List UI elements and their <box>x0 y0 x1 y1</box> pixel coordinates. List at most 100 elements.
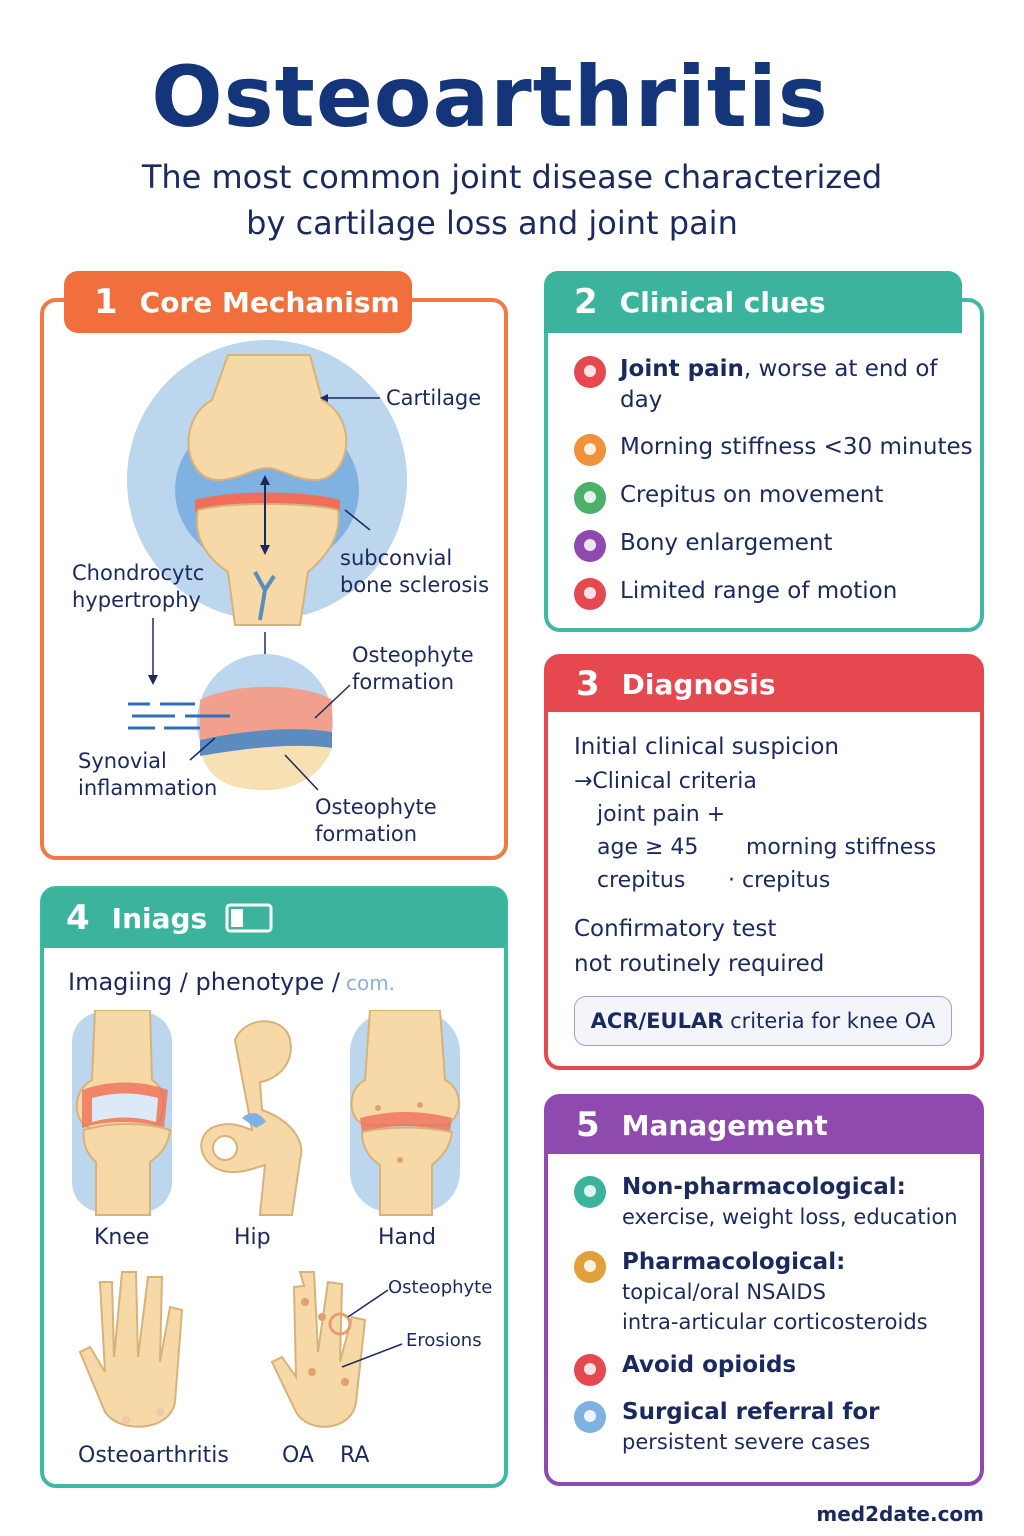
criteria-crepitus-right: · crepitus <box>728 868 831 893</box>
panel-number: 3 <box>576 664 600 704</box>
confirmatory-test-note: not routinely required <box>574 951 825 977</box>
joint-pain-icon <box>574 356 606 388</box>
footer-site: med2date.com <box>816 1502 984 1526</box>
clue-text: Crepitus on movement <box>620 482 884 508</box>
panel-number: 1 <box>94 282 118 322</box>
management-heading: Pharmacological: <box>622 1249 846 1275</box>
hand-label: Hand <box>378 1225 436 1250</box>
panel-title: Diagnosis <box>621 667 776 701</box>
management-heading: Avoid opioids <box>622 1352 797 1378</box>
osteophyte-bottom-line-2: formation <box>315 822 418 846</box>
panel-number: 4 <box>66 898 90 938</box>
clue-morning-stiffness: Morning stiffness <30 minutes <box>574 432 973 466</box>
imaging-subtitle-text: Imagiing / phenotype / <box>68 968 340 996</box>
initial-suspicion: Initial clinical suspicion <box>574 734 840 760</box>
criteria-crepitus-left: crepitus <box>597 868 686 893</box>
imaging-subtitle-faint: com. <box>345 971 396 995</box>
exercise-icon <box>574 1176 606 1208</box>
osteophyte-bottom-line-1: Osteophyte <box>315 795 437 819</box>
cartilage-label: Cartilage <box>386 386 482 410</box>
joint-mechanism-illustration <box>127 340 407 791</box>
osteophyte-formation-label-top: Osteophyte formation <box>352 642 474 696</box>
chondrocyte-label: Chondrocytc hypertrophy <box>72 560 204 614</box>
panel-title: Clinical clues <box>619 285 826 319</box>
clue-rest: , worse at end of <box>743 356 938 382</box>
acr-eular-criteria-box: ACR/EULAR criteria for knee OA <box>574 996 952 1046</box>
synovial-inflammation-label: Synovial inflammation <box>78 748 217 802</box>
panel-number: 5 <box>576 1105 600 1145</box>
management-desc: persistent severe cases <box>622 1430 871 1454</box>
surgery-icon <box>574 1401 606 1433</box>
page-subtitle: The most common joint disease characteri… <box>0 154 1024 246</box>
clinical-criteria: →Clinical criteria <box>574 769 757 794</box>
erosions-label: Erosions <box>406 1330 482 1351</box>
osteophyte-formation-label-bottom: Osteophyte formation <box>315 794 437 848</box>
imaging-header: 4 Iniags <box>42 888 506 948</box>
osteophyte-top-line-2: formation <box>352 670 455 694</box>
subtitle-line-1: The most common joint disease characteri… <box>141 158 883 196</box>
osteophyte-label: Osteophyte <box>388 1277 493 1298</box>
hand-illustrations <box>78 1271 403 1428</box>
synovial-line-2: inflammation <box>78 776 218 800</box>
panel-title: Iniags <box>111 901 208 935</box>
management-header: 5 Management <box>546 1096 982 1154</box>
management-heading: Surgical referral for <box>622 1399 880 1425</box>
panel-number: 2 <box>574 282 598 322</box>
chondrocyte-label-line-1: Chondrocytc <box>72 561 205 585</box>
clue-limited-range: Limited range of motion <box>574 576 897 610</box>
sclerosis-label-line-1: subconvial <box>340 546 453 570</box>
clue-text: Limited range of motion <box>620 578 898 604</box>
bone-icon <box>574 530 606 562</box>
xray-icon <box>225 903 273 933</box>
no-opioids-icon <box>574 1354 606 1386</box>
criteria-box-rest: criteria for knee OA <box>723 1009 936 1033</box>
clue-joint-pain: Joint pain, worse at end of day <box>574 354 938 416</box>
hip-label: Hip <box>234 1225 271 1250</box>
management-pharmacological: Pharmacological: topical/oral NSAIDS int… <box>574 1247 928 1337</box>
management-surgical-referral: Surgical referral for persistent severe … <box>574 1397 879 1457</box>
management-non-pharmacological: Non-pharmacological: exercise, weight lo… <box>574 1172 958 1232</box>
hip-illustration <box>200 1020 303 1216</box>
clue-bold: Joint pain <box>620 356 744 382</box>
core-mechanism-header: 1 Core Mechanism <box>64 271 412 333</box>
sclerosis-label: subconvial bone sclerosis <box>340 545 489 599</box>
synovial-line-1: Synovial <box>78 749 167 773</box>
clinical-clues-header: 2 Clinical clues <box>544 271 962 333</box>
subtitle-line-2: by cartilage loss and joint pain <box>246 204 738 242</box>
criteria-box-bold: ACR/EULAR <box>590 1009 724 1033</box>
management-desc: exercise, weight loss, education <box>622 1205 958 1229</box>
crepitus-icon <box>574 482 606 514</box>
imaging-subtitle: Imagiing / phenotype /com. <box>68 968 395 996</box>
clue-text: Joint pain, worse at end of day <box>620 354 938 416</box>
criteria-age: age ≥ 45 <box>597 835 699 860</box>
criteria-morning-stiffness: morning stiffness <box>746 835 937 860</box>
clue-rest-2: day <box>620 387 663 413</box>
clue-bony-enlargement: Bony enlargement <box>574 528 833 562</box>
osteophyte-top-line-1: Osteophyte <box>352 643 474 667</box>
pill-icon <box>574 1251 606 1283</box>
range-of-motion-icon <box>574 578 606 610</box>
clue-text: Bony enlargement <box>620 530 833 556</box>
criteria-joint-pain: joint pain + <box>597 802 726 827</box>
clue-text: Morning stiffness <30 minutes <box>620 434 973 460</box>
oa-hand-illustration <box>78 1271 184 1428</box>
knee-label: Knee <box>94 1225 150 1250</box>
clock-icon <box>574 434 606 466</box>
management-avoid-opioids: Avoid opioids <box>574 1350 796 1386</box>
joint-illustrations <box>72 1010 460 1216</box>
panel-title: Core Mechanism <box>139 285 400 319</box>
management-desc: topical/oral NSAIDS <box>622 1280 826 1304</box>
clue-crepitus: Crepitus on movement <box>574 480 883 514</box>
confirmatory-test: Confirmatory test <box>574 916 777 942</box>
management-heading: Non-pharmacological: <box>622 1174 906 1200</box>
panel-title: Management <box>621 1108 828 1142</box>
management-panel <box>544 1094 984 1486</box>
oa-label: OA <box>282 1443 314 1468</box>
ra-label: RA <box>340 1443 370 1468</box>
page-title: Osteoarthritis <box>151 48 829 146</box>
diagnosis-header: 3 Diagnosis <box>546 656 982 712</box>
osteoarthritis-hand-label: Osteoarthritis <box>78 1443 229 1468</box>
management-desc-2: intra-articular corticosteroids <box>622 1310 928 1334</box>
sclerosis-label-line-2: bone sclerosis <box>340 573 490 597</box>
chondrocyte-label-line-2: hypertrophy <box>72 588 201 612</box>
